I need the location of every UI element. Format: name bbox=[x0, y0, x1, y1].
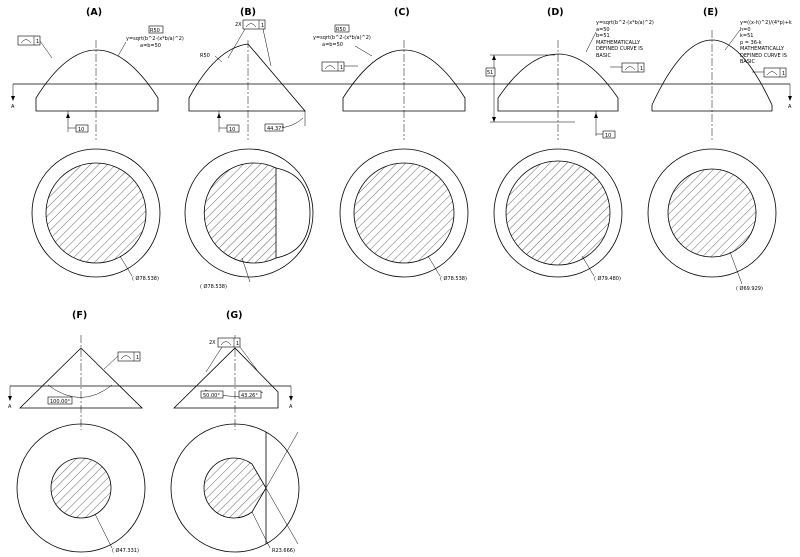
view-e-note-3: BASIC bbox=[740, 59, 755, 65]
view-g-hatched-section bbox=[203, 457, 267, 519]
view-g-profile-callout: 2X 1 bbox=[205, 337, 258, 373]
svg-text:1: 1 bbox=[640, 66, 643, 72]
view-c: (C) R50 y=sqrt(b^2-(x*b/a)^2) a=b=50 1 (… bbox=[313, 7, 469, 282]
view-a-radius: R50 bbox=[150, 28, 160, 34]
svg-text:2X: 2X bbox=[209, 340, 216, 346]
view-e-param-h: h=0 bbox=[740, 27, 751, 33]
view-d-profile-callout: 1 bbox=[610, 62, 645, 73]
view-a-equation: y=sqrt(b^2-(x*b/a)^2) bbox=[126, 36, 184, 42]
view-a-dome bbox=[35, 49, 159, 112]
svg-text:1: 1 bbox=[340, 65, 343, 71]
view-a-hatched-section bbox=[45, 162, 147, 264]
view-e-profile-callout: 1 bbox=[752, 67, 787, 78]
view-b-profile-callout: 2X 1 bbox=[227, 19, 272, 67]
view-a: (A) 1 R50 y=sqrt(b^2-(x*b/a)^2) a=b=50 1… bbox=[17, 7, 184, 282]
view-f-label: (F) bbox=[72, 310, 87, 321]
svg-text:1: 1 bbox=[261, 23, 264, 29]
view-c-params: a=b=50 bbox=[322, 42, 343, 48]
view-d-note-2: DEFINED CURVE IS bbox=[596, 46, 643, 52]
view-c-label: (C) bbox=[394, 7, 410, 18]
svg-text:1: 1 bbox=[136, 355, 139, 361]
view-d-diameter: ( Ø79.480) bbox=[594, 275, 621, 282]
view-d-outer-circle bbox=[493, 148, 623, 278]
view-d-note-1: MATHEMATICALLY bbox=[596, 40, 641, 46]
view-g-angle-2: 43.26° bbox=[241, 393, 258, 399]
view-c-diameter: ( Ø78.538) bbox=[440, 275, 467, 282]
view-f-outer-circle bbox=[16, 423, 146, 553]
view-c-hatched-section bbox=[353, 162, 455, 264]
view-e-outer-circle bbox=[647, 148, 777, 278]
section-arrow-bottom-left: A bbox=[8, 386, 12, 410]
view-c-radius: R50 bbox=[336, 27, 346, 33]
view-d-dome bbox=[497, 53, 619, 112]
svg-text:1: 1 bbox=[36, 39, 39, 45]
view-f: (F) 1 100.00° ( Ø47.331) bbox=[16, 310, 146, 554]
view-c-equation: y=sqrt(b^2-(x*b/a)^2) bbox=[313, 35, 371, 41]
view-f-angle: 100.00° bbox=[50, 399, 70, 405]
view-b-flat-face bbox=[275, 167, 311, 259]
svg-text:A: A bbox=[11, 104, 15, 110]
view-d-hatched-section bbox=[505, 160, 611, 266]
view-c-profile-callout: 1 bbox=[321, 61, 358, 72]
view-g: (G) 2X 1 50.00° 43.26° R23.666) bbox=[170, 310, 300, 554]
view-b-radius: R50 bbox=[200, 53, 210, 59]
view-e-hatched-section bbox=[667, 168, 757, 258]
view-a-outer-circle bbox=[31, 148, 161, 278]
view-e-param-k: k=51 bbox=[740, 33, 753, 39]
view-c-dome bbox=[342, 49, 466, 112]
section-arrow-left: A bbox=[11, 84, 15, 110]
section-arrow-bottom-right: A bbox=[289, 386, 293, 410]
view-b-label: (B) bbox=[240, 7, 256, 18]
view-b-outer-circle bbox=[184, 148, 314, 278]
view-a-diameter: ( Ø78.538) bbox=[132, 275, 159, 282]
view-b-hatched-section bbox=[203, 162, 277, 264]
view-e-param-p: p = 36-k bbox=[740, 40, 762, 46]
view-e-note-1: MATHEMATICALLY bbox=[740, 46, 785, 52]
view-b: (B) 2X 1 R50 10 44.37° ( Ø78.538) bbox=[184, 7, 314, 290]
view-e-note-2: DEFINED CURVE IS bbox=[740, 53, 787, 59]
view-b-angle: 44.37° bbox=[267, 126, 284, 132]
view-d-datum-dim: 10 bbox=[605, 133, 611, 139]
view-b-datum-dim: 10 bbox=[229, 127, 235, 133]
view-d: (D) y=sqrt(b^2-(x*b/a)^2) a=50 b=51 MATH… bbox=[485, 7, 654, 282]
view-f-diameter: ( Ø47.331) bbox=[112, 547, 139, 554]
view-a-label: (A) bbox=[86, 7, 102, 18]
svg-text:1: 1 bbox=[782, 71, 785, 77]
view-e: (E) y=((x-h)^2)/(4*p)+k h=0 k=51 p = 36-… bbox=[647, 7, 792, 292]
view-e-equation: y=((x-h)^2)/(4*p)+k bbox=[740, 20, 792, 26]
view-d-equation: y=sqrt(b^2-(x*b/a)^2) bbox=[596, 20, 654, 26]
svg-text:1: 1 bbox=[236, 341, 239, 347]
view-d-param-a: a=50 bbox=[596, 27, 610, 33]
svg-text:A: A bbox=[788, 104, 792, 110]
view-g-angle-1: 50.00° bbox=[203, 393, 220, 399]
view-f-hatched-section bbox=[50, 457, 112, 519]
svg-text:2X: 2X bbox=[235, 22, 242, 28]
view-e-diameter: ( Ø69.929) bbox=[736, 285, 763, 292]
svg-text:A: A bbox=[8, 404, 12, 410]
view-d-note-3: BASIC bbox=[596, 53, 611, 59]
view-c-outer-circle bbox=[339, 148, 469, 278]
view-e-dome bbox=[651, 39, 773, 112]
view-a-profile-callout: 1 bbox=[17, 35, 53, 59]
view-a-params: a=b=50 bbox=[140, 43, 161, 49]
view-f-profile-callout: 1 bbox=[103, 351, 141, 370]
view-e-label: (E) bbox=[703, 7, 718, 18]
view-d-label: (D) bbox=[547, 7, 564, 18]
view-a-datum-dim: 10 bbox=[78, 127, 84, 133]
section-arrow-right: A bbox=[788, 84, 792, 110]
view-g-outer-circle bbox=[170, 423, 300, 553]
view-d-height: 51 bbox=[487, 70, 493, 76]
view-g-radius: R23.666) bbox=[272, 548, 295, 554]
view-g-label: (G) bbox=[226, 310, 242, 321]
view-b-diameter: ( Ø78.538) bbox=[200, 283, 227, 290]
view-g-cone bbox=[173, 347, 279, 409]
view-d-param-b: b=51 bbox=[596, 33, 610, 39]
svg-text:A: A bbox=[289, 404, 293, 410]
